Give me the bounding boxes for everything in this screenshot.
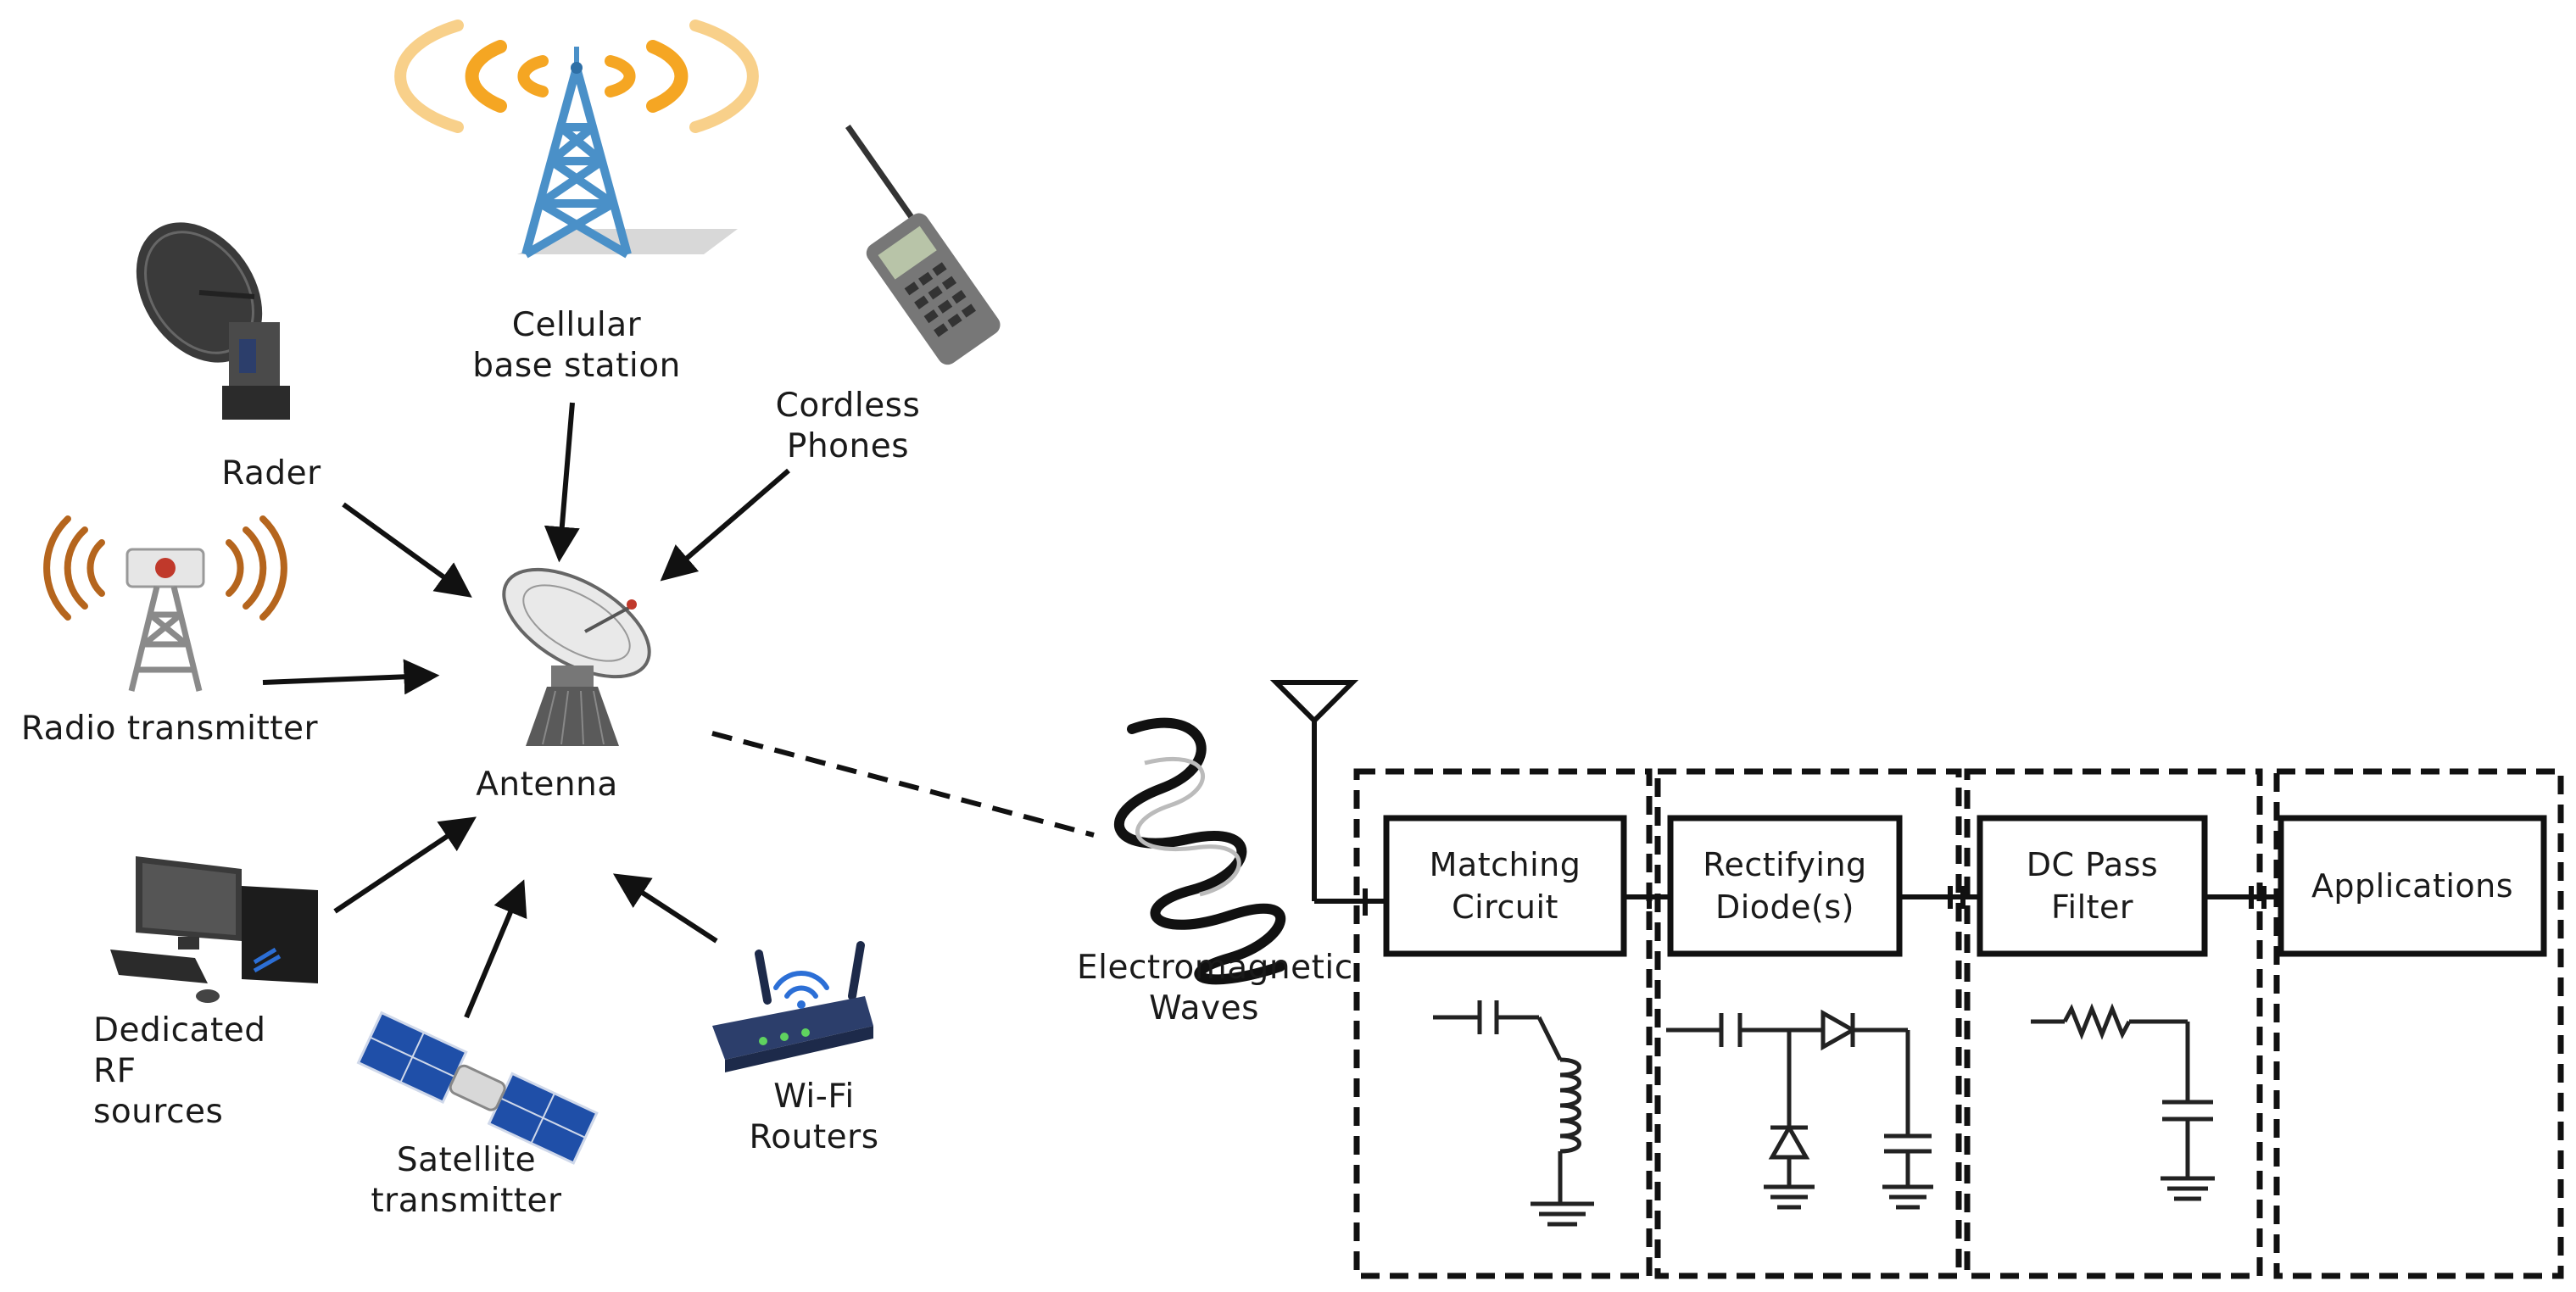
stage-frame-filter: [1964, 768, 2263, 1279]
stage-frame-rectifying: [1654, 768, 1962, 1279]
rectifying-diode-block: [1667, 815, 1903, 957]
radar-label: Rader: [221, 454, 321, 493]
rectifying-diode-label: Rectifying Diode(s): [1703, 846, 1867, 926]
em-waves-label: Electromagnetic Waves: [1077, 949, 1353, 1027]
radar-dish-icon: [136, 222, 290, 420]
satellite-dish-antenna-icon: [502, 567, 651, 746]
dashed-connector: [711, 731, 1095, 838]
dedicated-rf-sources-label: Dedicated RF sources: [93, 1011, 266, 1131]
stage-frame-matching: [1353, 768, 1653, 1279]
receiving-antenna-icon: [1269, 680, 1386, 916]
satellite-transmitter-label: Satellite transmitter: [371, 1141, 562, 1220]
capacitor-inductor-schematic-icon: [1433, 1000, 1594, 1227]
arrow-radio: [262, 659, 440, 695]
radio-transmitter-label: Radio transmitter: [20, 710, 319, 748]
diode-rectifier-schematic-icon: [1666, 1009, 1933, 1210]
satellite-icon: [356, 1011, 599, 1165]
arrow-cellular: [544, 402, 580, 563]
matching-circuit-block: [1383, 815, 1627, 957]
dc-pass-filter-block: [1977, 815, 2208, 957]
wifi-router-icon: [712, 941, 873, 1072]
cellular-base-station-label: Cellular base station: [472, 306, 681, 385]
arrow-dedicated: [333, 816, 477, 914]
cordless-phone-icon: [845, 124, 1001, 365]
em-wave-icon: [1113, 717, 1285, 985]
cell-tower-icon: [394, 19, 759, 259]
applications-block: [2278, 815, 2547, 957]
arrow-satellite: [464, 879, 527, 1019]
radio-tower-icon: [43, 515, 287, 692]
antenna-label: Antenna: [476, 766, 618, 804]
desktop-computer-icon: [110, 856, 318, 1003]
matching-circuit-label: Matching Circuit: [1429, 846, 1581, 926]
resistor-capacitor-schematic-icon: [2031, 1003, 2215, 1201]
applications-label: Applications: [2311, 867, 2514, 905]
arrow-radar: [342, 502, 472, 598]
cordless-phones-label: Cordless Phones: [775, 387, 921, 465]
arrow-cordless: [660, 468, 790, 582]
dc-pass-filter-label: DC Pass Filter: [2026, 846, 2159, 926]
arrow-wifi: [612, 873, 718, 944]
stage-frame-applications: [2273, 768, 2564, 1279]
wifi-routers-label: Wi-Fi Routers: [749, 1078, 879, 1156]
